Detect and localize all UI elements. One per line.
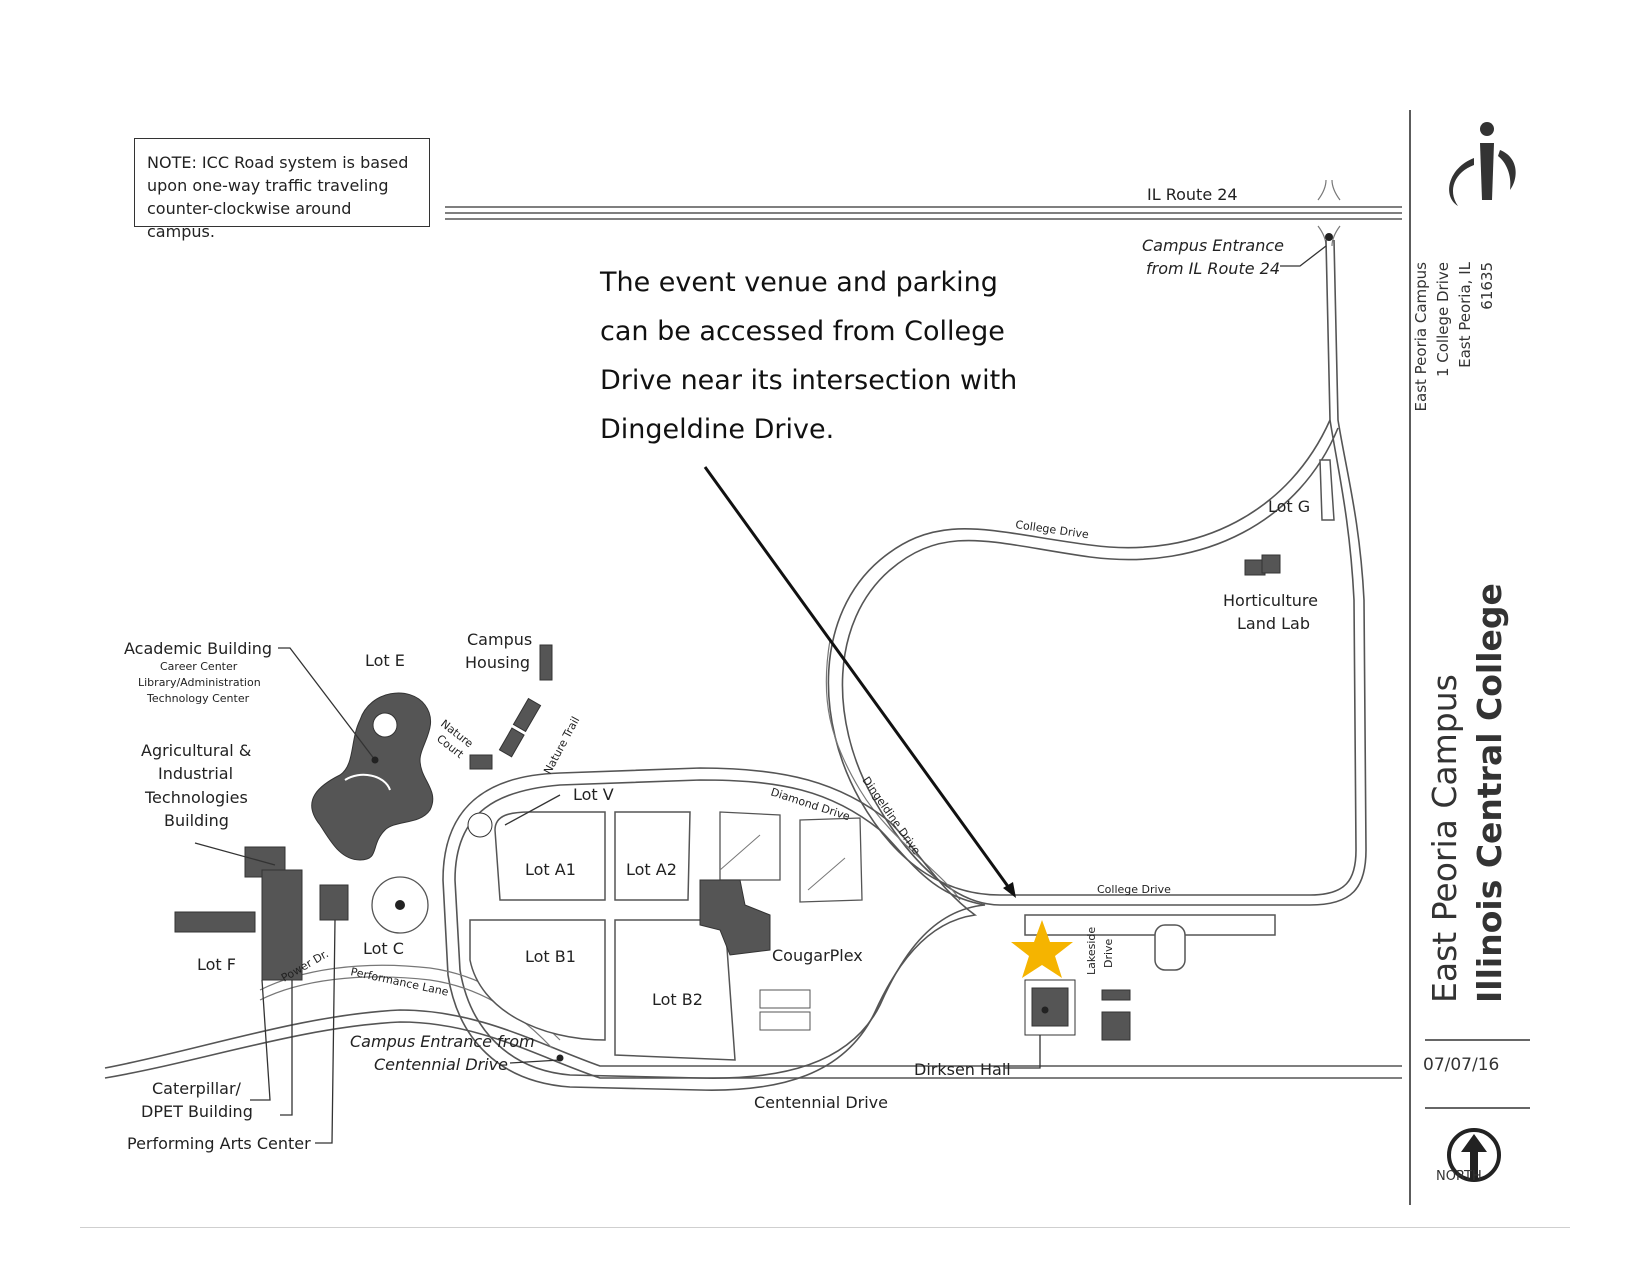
college-drive-lower-label: College Drive	[1097, 883, 1171, 896]
college-name-title: Illinois Central College	[1470, 583, 1509, 1003]
icc-logo-icon	[1449, 122, 1516, 206]
lot-b2-label: Lot B2	[652, 990, 703, 1009]
lakeside-lot-shape	[1024, 914, 1276, 936]
academic-sub-label-3: Technology Center	[146, 692, 250, 705]
lot-b2-shape	[614, 919, 736, 1061]
performing-arts-label: Performing Arts Center	[127, 1134, 311, 1153]
marker-dots	[371, 756, 1049, 1062]
lot-a1-shape	[494, 811, 606, 901]
route24-entrance-label-2: from IL Route 24	[1146, 259, 1280, 278]
agri-label-3: Technologies	[144, 788, 248, 807]
venue-callout-text: The event venue and parking can be acces…	[600, 267, 1018, 445]
caterpillar-building-shape	[174, 911, 256, 933]
caterpillar-label-1: Caterpillar/	[152, 1079, 242, 1098]
cougarplex-label: CougarPlex	[772, 946, 863, 965]
lakeside-drive-label-2: Drive	[1102, 938, 1115, 968]
lot-a2-shape	[614, 811, 691, 901]
star-icon	[1011, 920, 1073, 978]
campus-name-title: East Peoria Campus	[1425, 674, 1464, 1003]
lot-e-label: Lot E	[365, 651, 405, 670]
performance-lane-label: Performance Lane	[349, 965, 450, 999]
cougarplex-shape	[699, 879, 771, 956]
lakeside-buildings-shape	[1101, 989, 1131, 1041]
dirksen-hall-shape	[1024, 979, 1076, 1036]
note-line-3: counter-clockwise around campus.	[147, 199, 352, 241]
address-line-3: East Peoria, IL 61635	[1456, 262, 1496, 368]
academic-building-shape	[311, 692, 434, 861]
centennial-drive-label: Centennial Drive	[754, 1093, 888, 1112]
dirksen-hall-label: Dirksen Hall	[914, 1060, 1011, 1079]
horticulture-label-2: Land Lab	[1237, 614, 1310, 633]
il-route-24-road	[445, 206, 1402, 220]
housing-label-2: Housing	[465, 653, 530, 672]
road-system-note: NOTE: ICC Road system is based upon one-…	[134, 138, 430, 241]
lot-a2-label: Lot A2	[626, 860, 677, 879]
lot-c-label: Lot C	[363, 939, 404, 958]
centennial-drive-road	[104, 1009, 1402, 1079]
agri-label-1: Agricultural &	[141, 741, 251, 760]
lot-b1-shape	[469, 919, 606, 1041]
nature-trail-label: Nature Trail	[541, 714, 582, 776]
agri-label-4: Building	[164, 811, 229, 830]
entrance-road-north	[1000, 239, 1367, 906]
callout-arrow	[703, 466, 1016, 898]
campus-housing-shape	[467, 644, 553, 838]
performing-arts-shape	[319, 884, 349, 921]
lot-f-label: Lot F	[197, 955, 236, 974]
centennial-entrance-label-2: Centennial Drive	[374, 1055, 508, 1074]
north-arrow-icon	[1447, 1128, 1501, 1182]
roundabout	[371, 876, 429, 934]
agricultural-building-shape	[244, 846, 303, 981]
map-date: 07/07/16	[1423, 1055, 1500, 1075]
bottom-rule	[80, 1227, 1570, 1228]
address-line-1: East Peoria Campus	[1412, 262, 1430, 412]
centennial-entrance-label-1: Campus Entrance from	[350, 1032, 535, 1051]
academic-building-label: Academic Building	[124, 639, 272, 658]
housing-label-1: Campus	[467, 630, 532, 649]
parking-lots	[469, 459, 1335, 1061]
lot-g-label: Lot G	[1268, 497, 1310, 516]
leader-lines	[194, 245, 1327, 1144]
il-route-24-label: IL Route 24	[1147, 185, 1238, 204]
ball-diamonds	[719, 811, 863, 903]
dingeldine-drive-road	[825, 639, 961, 901]
lot-v-label: Lot V	[573, 785, 614, 804]
horticulture-label-1: Horticulture	[1223, 591, 1318, 610]
lot-g-shape	[1319, 459, 1335, 521]
lot-a1-label: Lot A1	[525, 860, 576, 879]
academic-sub-label-2: Library/Administration	[138, 676, 261, 689]
academic-sub-label-1: Career Center	[160, 660, 238, 673]
route24-entrance-label-1: Campus Entrance	[1142, 236, 1284, 255]
agri-label-2: Industrial	[158, 764, 233, 783]
college-drive-upper-label: College Drive	[1015, 518, 1090, 541]
horticulture-building-shape	[1244, 554, 1281, 576]
note-line-2: upon one-way traffic traveling	[147, 176, 389, 195]
caterpillar-label-2: DPET Building	[141, 1102, 253, 1121]
lakeside-drive-label-1: Lakeside	[1085, 927, 1098, 975]
campus-address: East Peoria Campus 1 College Drive East …	[1410, 262, 1496, 412]
address-line-2: 1 College Drive	[1434, 262, 1452, 378]
north-label: NORTH	[1436, 1169, 1482, 1184]
greenhouses-shape	[759, 989, 811, 1031]
campus-ring-road	[442, 767, 986, 1091]
note-line-1: NOTE: ICC Road system is based	[147, 153, 409, 172]
lot-b1-label: Lot B1	[525, 947, 576, 966]
